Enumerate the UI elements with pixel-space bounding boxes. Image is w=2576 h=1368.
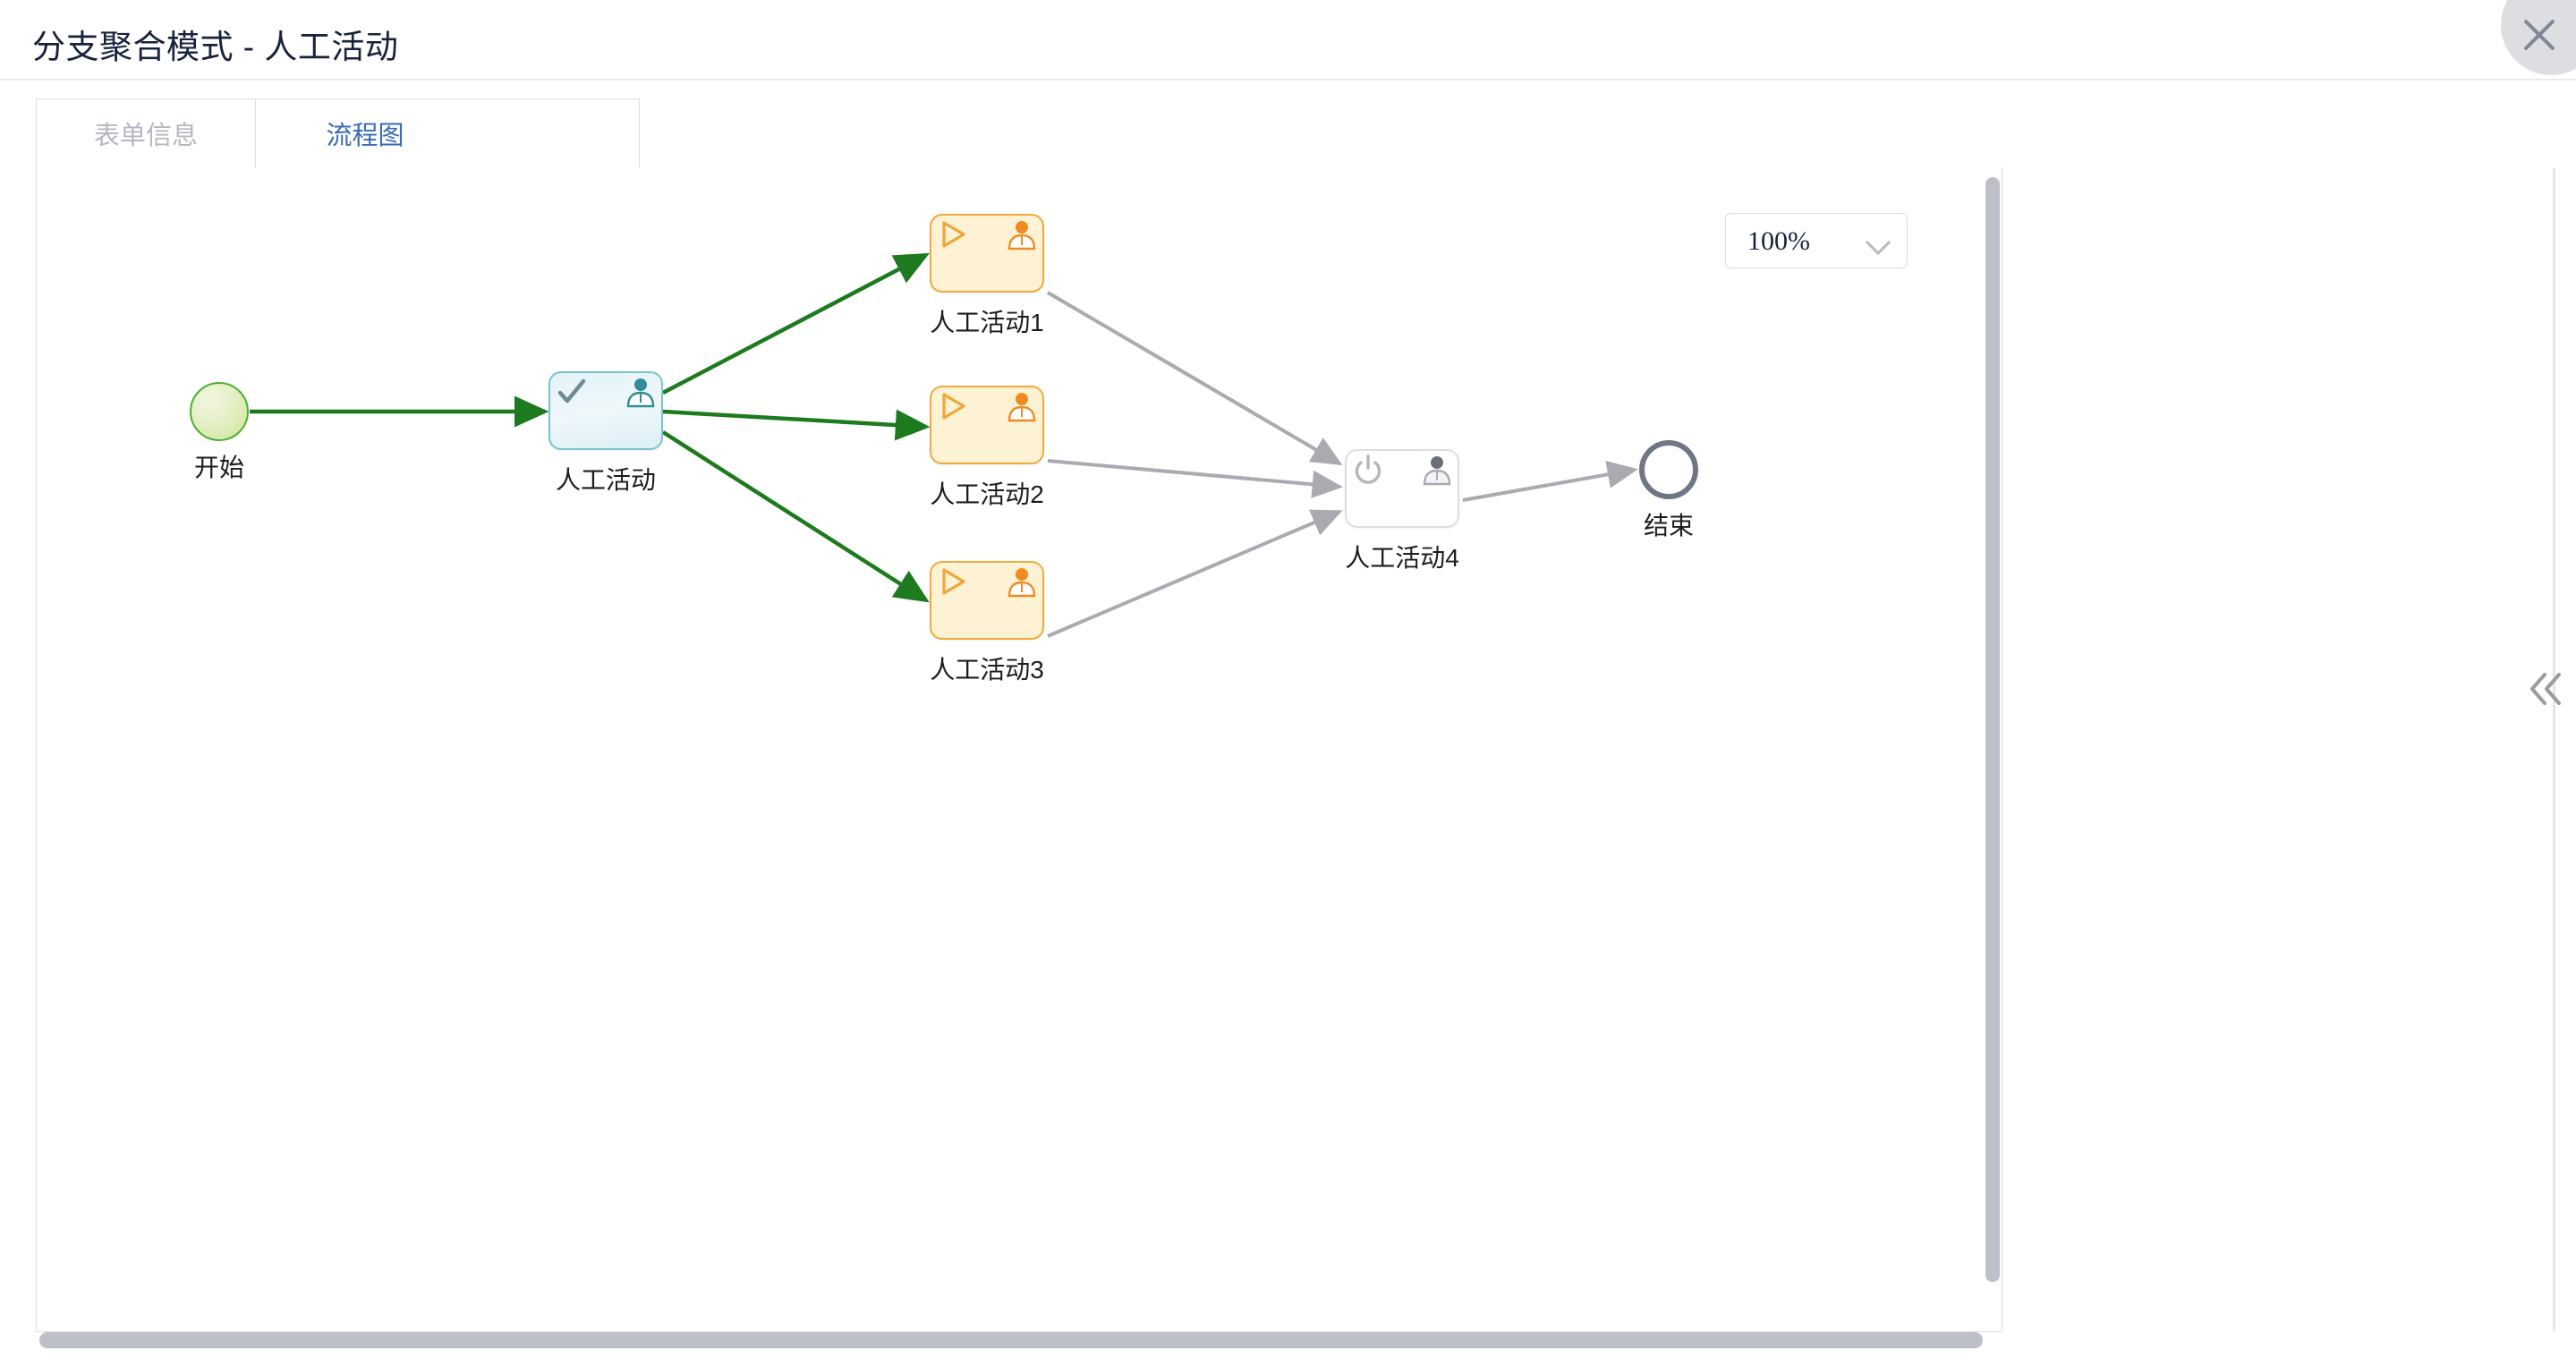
user-icon (1423, 456, 1451, 486)
edge-task1-to-task4 (1046, 291, 1343, 466)
tab-flow-chart[interactable]: 流程图 (255, 98, 474, 168)
tab-form-info[interactable]: 表单信息 (36, 98, 255, 168)
window-title: 分支聚合模式 - 人工活动 (32, 29, 399, 65)
flow-edges-layer (250, 252, 1638, 638)
horizontal-scrollbar[interactable] (39, 1332, 1983, 1348)
flow-node-task0[interactable]: 人工活动 (548, 371, 663, 494)
flowchart-viewport: 开始 人工活动 (37, 167, 2002, 1331)
tab-form-info-label: 表单信息 (93, 122, 198, 150)
user-task-shape[interactable] (930, 214, 1044, 293)
window-titlebar: 分支聚合模式 - 人工活动 (0, 0, 2576, 81)
flow-node-start[interactable]: 开始 (190, 382, 249, 481)
flow-node-task2[interactable]: 人工活动2 (930, 386, 1044, 508)
collapse-panel-button[interactable] (2521, 662, 2572, 716)
panel-divider (2553, 168, 2555, 1331)
check-icon (557, 378, 586, 404)
flow-node-task3-label: 人工活动3 (930, 656, 1044, 684)
flow-node-task0-label: 人工活动 (555, 466, 657, 494)
tab-bar-filler (474, 98, 640, 168)
flow-node-start-label: 开始 (193, 454, 245, 481)
flow-node-task3[interactable]: 人工活动3 (930, 561, 1044, 684)
user-task-shape[interactable] (1345, 449, 1459, 528)
edge-task0-to-task1 (661, 252, 930, 395)
edge-task0-to-task3 (661, 430, 930, 603)
flow-node-end-label: 结束 (1643, 512, 1695, 540)
user-icon (626, 378, 655, 408)
flow-node-task4[interactable]: 人工活动4 (1345, 449, 1459, 572)
zoom-level-value: 100% (1747, 226, 1810, 256)
user-icon (1007, 568, 1036, 598)
play-icon (942, 221, 965, 248)
tab-bar: 表单信息 流程图 (36, 98, 640, 168)
close-icon (2519, 14, 2560, 55)
close-button[interactable] (2501, 0, 2576, 75)
flow-node-task2-label: 人工活动2 (930, 480, 1044, 508)
user-task-shape[interactable] (930, 386, 1044, 464)
double-chevron-left-icon (2530, 673, 2561, 705)
end-event-shape[interactable] (1639, 440, 1698, 499)
tab-flow-chart-label: 流程图 (326, 122, 404, 150)
user-task-shape[interactable] (930, 561, 1044, 640)
play-icon (942, 568, 965, 595)
user-icon (1007, 221, 1036, 251)
edge-task0-to-task2 (662, 409, 931, 441)
flow-node-task1-label: 人工活动1 (930, 309, 1044, 336)
edge-task3-to-task4 (1047, 509, 1343, 638)
edge-task4-to-end (1462, 460, 1638, 502)
user-icon (1007, 393, 1036, 422)
flow-node-end[interactable]: 结束 (1639, 440, 1698, 540)
flowchart-canvas[interactable]: 开始 人工活动 (36, 167, 2002, 1332)
flow-node-task4-label: 人工活动4 (1345, 544, 1459, 572)
zoom-level-select[interactable]: 100% (1725, 213, 1908, 268)
vertical-scrollbar[interactable] (1985, 177, 2000, 1282)
edge-task2-to-task4 (1047, 459, 1343, 498)
power-icon (1355, 455, 1382, 484)
play-icon (942, 393, 965, 420)
user-task-shape[interactable] (548, 371, 663, 450)
flow-node-task1[interactable]: 人工活动1 (930, 214, 1044, 336)
chevron-down-icon (1865, 229, 1892, 256)
start-event-shape[interactable] (190, 382, 249, 441)
